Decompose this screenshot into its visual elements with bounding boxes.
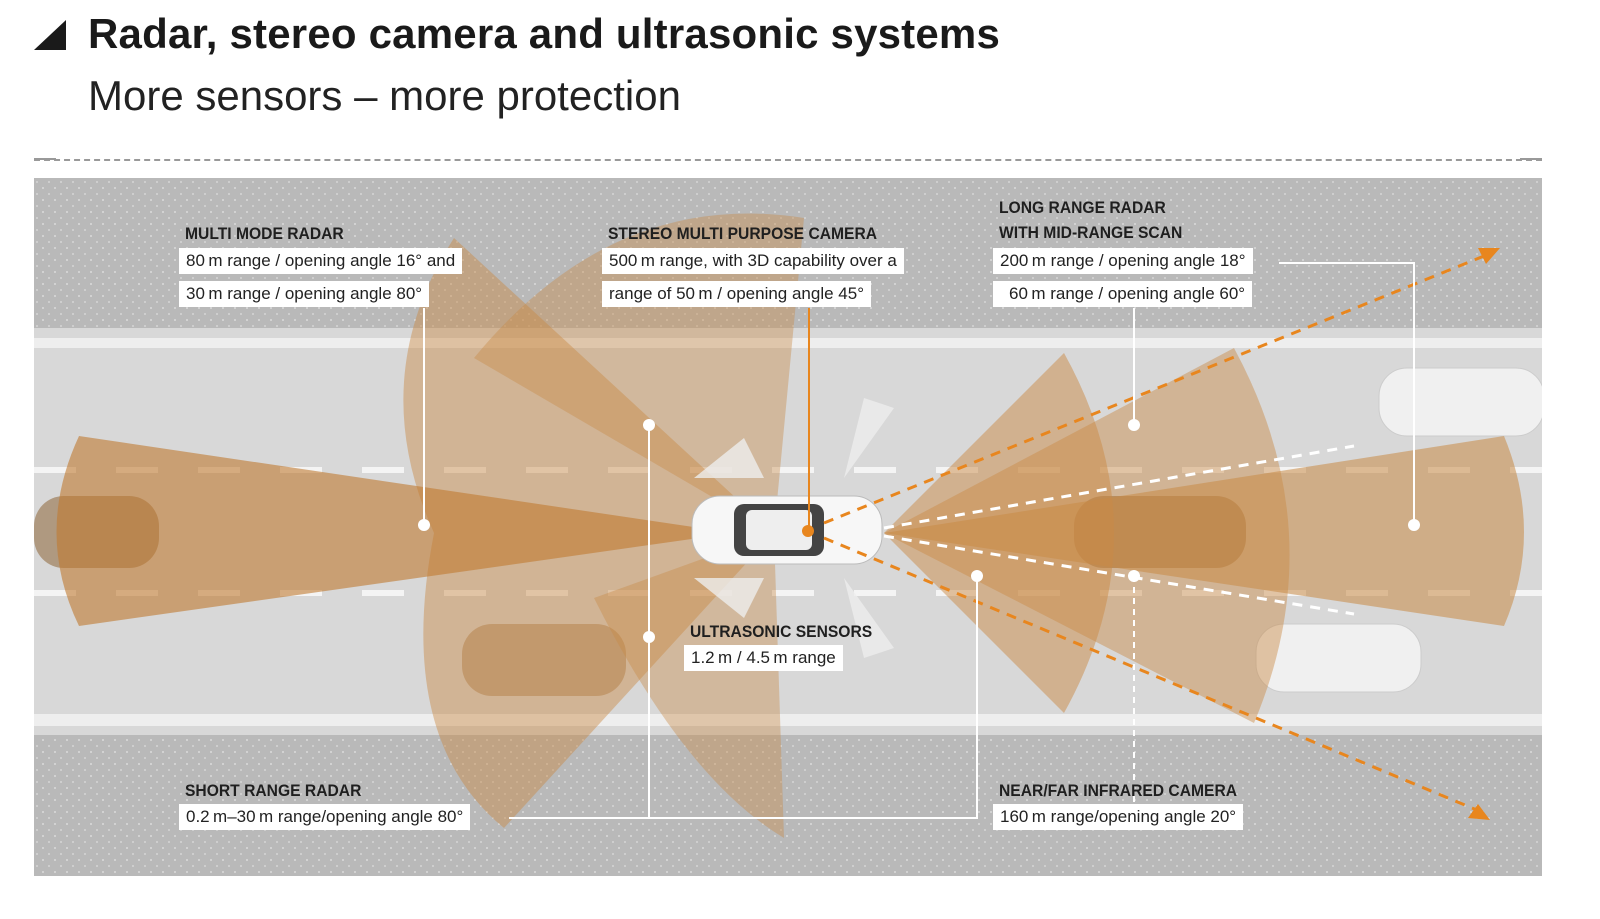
leader-dots	[418, 419, 1420, 643]
multi-mode-radar-cone-rear	[56, 436, 734, 626]
multi-mode-radar-title: MULTI MODE RADAR	[185, 224, 344, 243]
infrared-camera-title: NEAR/FAR INFRARED CAMERA	[999, 781, 1238, 800]
divider-right	[1520, 158, 1542, 160]
long-range-radar-title1: LONG RANGE RADAR	[999, 198, 1166, 217]
curb-top	[34, 338, 1542, 348]
leader-lines	[423, 262, 1415, 819]
long-range-radar-line1: 200 m range / opening angle 18°	[993, 248, 1253, 274]
curb-bottom	[34, 714, 1542, 726]
short-range-radar-line1: 0.2 m–30 m range/opening angle 80°	[179, 804, 471, 830]
arrow-head-orange-top	[1478, 248, 1500, 264]
infrared-camera-line1: 160 m range/opening angle 20°	[993, 804, 1244, 830]
ultrasonic-line1: 1.2 m / 4.5 m range	[684, 645, 843, 671]
long-range-radar-cone	[884, 436, 1524, 626]
ultrasonic-cones	[694, 398, 894, 658]
stereo-camera-line1: 500 m range, with 3D capability over a	[602, 248, 904, 274]
title-triangle-icon	[34, 20, 66, 50]
long-range-radar-line2: 60 m range / opening angle 60°	[993, 281, 1253, 307]
ego-car	[691, 495, 883, 565]
page-title: Radar, stereo camera and ultrasonic syst…	[88, 10, 1001, 57]
divider-dashed	[34, 159, 1542, 161]
infrared-camera-beam	[823, 254, 1485, 815]
arrow-head-orange-bottom	[1468, 804, 1490, 820]
car-right-bottom	[1255, 623, 1422, 693]
long-range-radar-title2: WITH MID-RANGE SCAN	[999, 223, 1183, 242]
multi-mode-radar-line1: 80 m range / opening angle 16° and	[179, 248, 463, 274]
radar-beam-white	[883, 444, 1355, 616]
short-range-radar-title: SHORT RANGE RADAR	[185, 781, 362, 800]
ultrasonic-title: ULTRASONIC SENSORS	[690, 622, 873, 641]
stereo-camera-line2: range of 50 m / opening angle 45°	[602, 281, 871, 307]
multi-mode-radar-line2: 30 m range / opening angle 80°	[179, 281, 430, 307]
page-subtitle: More sensors – more protection	[88, 72, 681, 119]
car-bottom-left	[462, 624, 626, 696]
car-right-top	[1378, 367, 1542, 437]
stereo-camera-title: STEREO MULTI PURPOSE CAMERA	[608, 224, 878, 243]
